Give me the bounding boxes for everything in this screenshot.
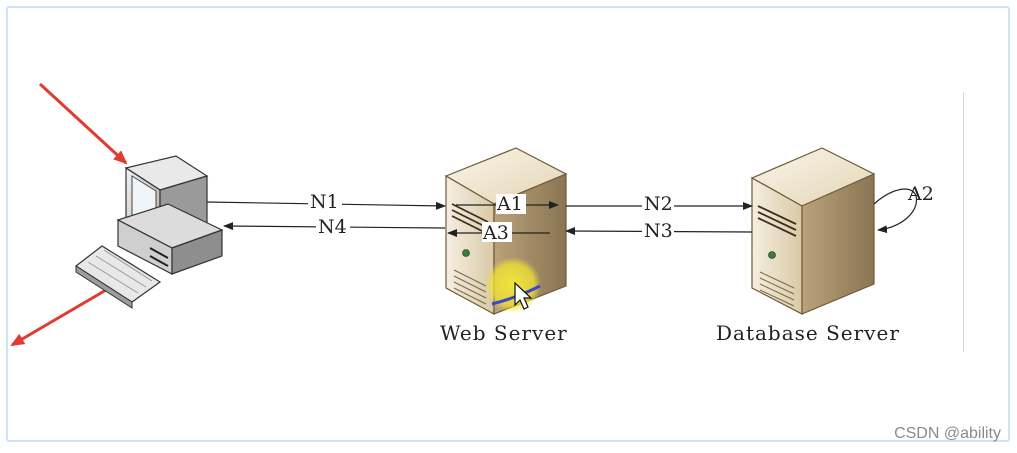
mouse-cursor-icon xyxy=(514,281,533,310)
edge-label-n3: N3 xyxy=(644,220,673,242)
annotation-arrow-top xyxy=(38,82,128,165)
database-server-label: Database Server xyxy=(716,321,900,345)
edge-label-n4: N4 xyxy=(318,216,347,238)
database-server-icon xyxy=(750,147,876,315)
edge-label-a2: A2 xyxy=(907,183,934,205)
annotation-arrow-bottom xyxy=(10,288,107,347)
web-server-label: Web Server xyxy=(440,321,568,345)
edge-label-n1: N1 xyxy=(310,191,339,213)
desktop-computer-icon xyxy=(74,155,224,309)
edge-label-n2: N2 xyxy=(644,193,673,215)
edge-label-a3: A3 xyxy=(482,222,509,244)
edge-label-a1: A1 xyxy=(496,193,523,215)
right-edge-divider xyxy=(963,92,964,352)
edge-a2-curve xyxy=(873,188,918,234)
cursor-highlight xyxy=(485,257,541,313)
watermark-text: CSDN @ability xyxy=(894,425,1001,442)
